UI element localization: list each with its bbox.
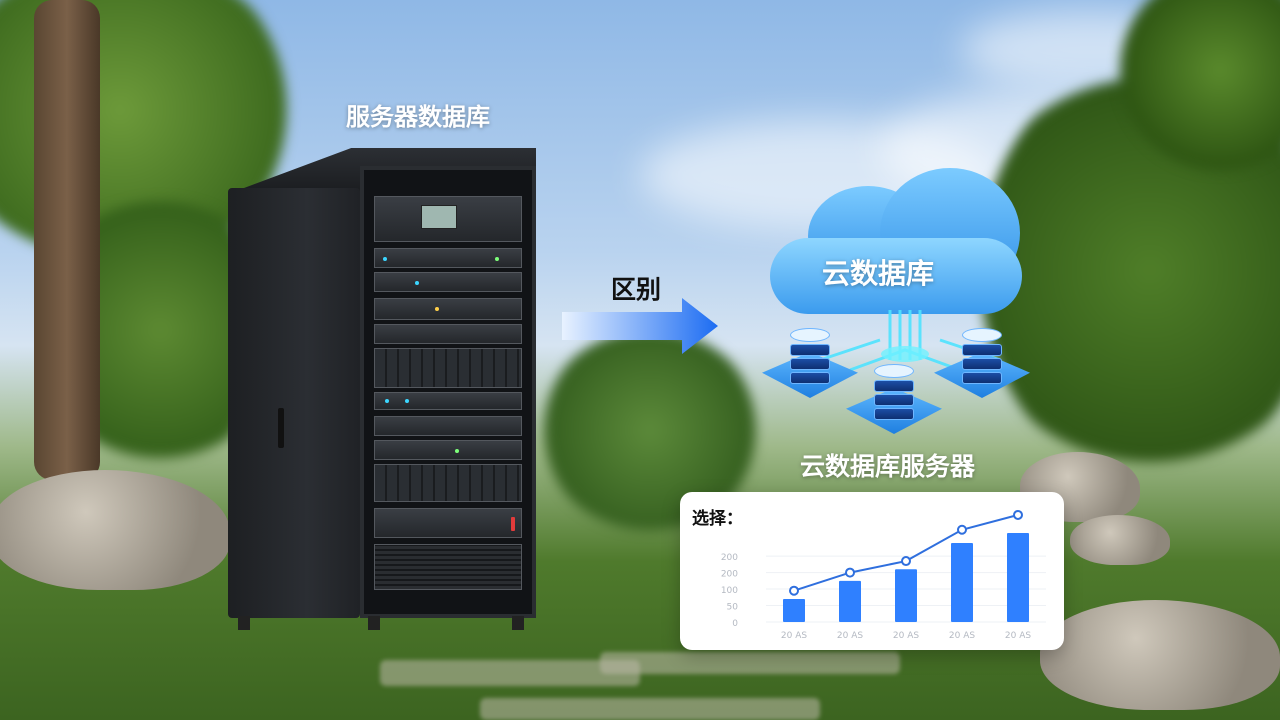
difference-label: 区别 <box>611 275 662 304</box>
bar <box>895 569 917 622</box>
rack-unit <box>374 508 522 538</box>
rack-front <box>360 166 536 618</box>
bar <box>1007 533 1029 622</box>
rack-unit <box>374 324 522 344</box>
cloud-base <box>770 238 1022 314</box>
rack-unit <box>374 440 522 460</box>
x-tick-label: 20 AS <box>781 631 807 641</box>
trend-point <box>845 567 855 578</box>
rock <box>1040 600 1280 710</box>
trend-point <box>1013 509 1023 520</box>
bar <box>783 598 805 622</box>
cloud-icon: 云数据库 <box>756 168 1036 318</box>
arrow-right-icon <box>562 298 718 354</box>
rack-side-door <box>228 188 360 618</box>
stone-path <box>600 652 900 674</box>
card-title: 选择： <box>692 509 743 529</box>
y-tick-label: 200 <box>721 570 738 580</box>
y-tick-label: 0 <box>732 619 738 629</box>
rack-unit <box>374 298 522 320</box>
server-rack <box>228 148 536 630</box>
y-tick-label: 50 <box>727 603 739 613</box>
door-handle <box>278 408 284 448</box>
server-title: 服务器数据库 <box>346 103 490 131</box>
database-icon <box>962 328 1002 386</box>
bar-line-chart: 0 50 100 200 200 20 AS 20 AS 20 AS 20 AS 20 AS <box>721 509 1046 641</box>
bar <box>839 580 861 622</box>
x-tick-label: 20 AS <box>1005 631 1031 641</box>
tree-trunk <box>34 0 100 480</box>
trend-point <box>789 585 799 596</box>
y-tick-label: 100 <box>721 586 738 596</box>
rack-unit-display <box>374 196 522 242</box>
stone-path <box>380 660 640 686</box>
trend-point <box>957 524 967 535</box>
rock <box>1070 515 1170 565</box>
rack-unit-drives <box>374 348 522 388</box>
cloud-server-label: 云数据库服务器 <box>800 452 976 481</box>
rack-unit <box>374 272 522 292</box>
chart-card: 选择： 0 50 100 200 200 20 AS 20 AS 20 AS 20 AS 20 A… <box>680 492 1064 650</box>
y-tick-label: 200 <box>721 553 738 563</box>
rack-unit <box>374 416 522 436</box>
rack-unit <box>374 248 522 268</box>
rack-caster <box>238 616 250 630</box>
stone-path <box>480 698 820 720</box>
database-icon <box>874 364 914 422</box>
rack-unit <box>374 392 522 410</box>
cloud-title: 云数据库 <box>822 257 935 290</box>
lcd-screen <box>421 205 457 229</box>
bar <box>951 542 973 622</box>
x-tick-label: 20 AS <box>893 631 919 641</box>
rack-caster <box>512 616 524 630</box>
network-connectors <box>819 310 1001 372</box>
x-tick-label: 20 AS <box>949 631 975 641</box>
database-icon <box>790 328 830 386</box>
rack-unit-vent <box>374 544 522 590</box>
trend-point <box>901 556 911 567</box>
x-tick-label: 20 AS <box>837 631 863 641</box>
rock <box>0 470 230 590</box>
rack-unit-drives <box>374 464 522 502</box>
rack-caster <box>368 616 380 630</box>
